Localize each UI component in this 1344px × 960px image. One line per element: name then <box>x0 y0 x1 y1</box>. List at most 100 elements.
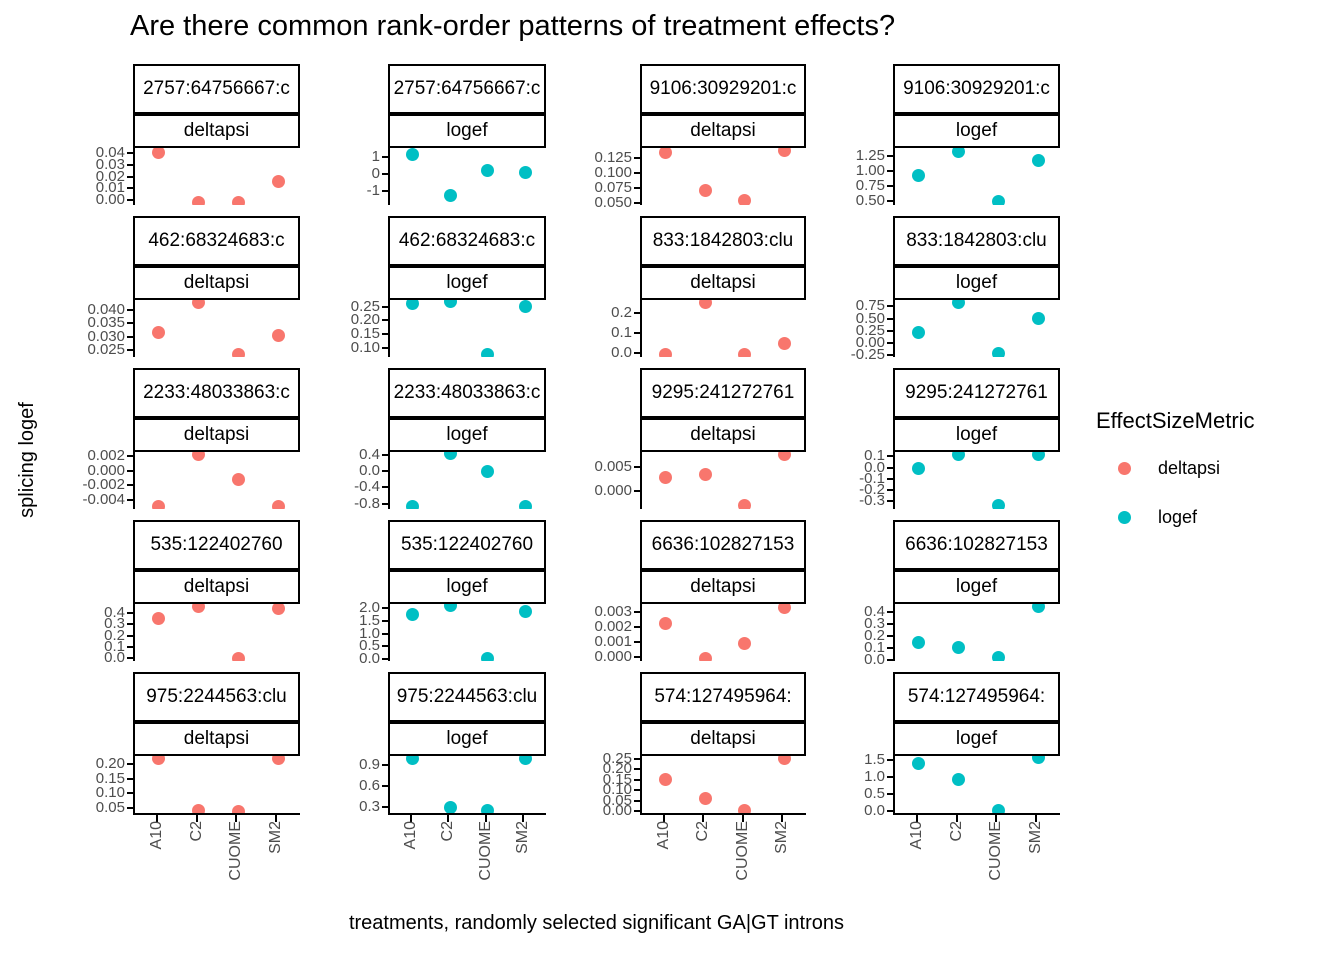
y-tick-mark <box>127 499 133 502</box>
facet-strip-intron: 833:1842803:clu <box>893 216 1060 266</box>
data-point <box>912 635 926 649</box>
facet-strip-intron: 975:2244563:clu <box>133 672 300 722</box>
data-point <box>271 500 285 509</box>
data-point <box>152 500 166 509</box>
data-point <box>406 300 420 311</box>
y-tick-label: 0.075 <box>594 178 632 196</box>
plot-panel <box>893 148 1060 205</box>
y-tick-label: 1.0 <box>864 768 885 786</box>
data-point <box>443 300 457 309</box>
plot-panel <box>893 452 1060 509</box>
facet-strip-intron: 6636:102827153 <box>893 520 1060 570</box>
y-axis-title: splicing logef <box>16 402 38 518</box>
data-point <box>481 348 495 357</box>
x-axis-line <box>640 813 806 815</box>
y-tick-mark <box>887 810 893 813</box>
y-tick-mark <box>382 172 388 175</box>
facet-strip-metric: deltapsi <box>640 266 806 300</box>
y-tick-mark <box>887 329 893 332</box>
data-point <box>912 168 926 182</box>
x-tick-mark <box>484 815 487 822</box>
y-tick-mark <box>887 466 893 469</box>
data-point <box>271 174 285 188</box>
facet-strip-intron: 9106:30929201:c <box>893 64 1060 114</box>
y-tick-label: -0.002 <box>82 476 125 494</box>
y-tick-label: 0.25 <box>855 321 885 339</box>
y-tick-label: 0.10 <box>602 781 632 799</box>
y-tick-label: 0.20 <box>602 760 632 778</box>
data-point <box>406 756 420 766</box>
y-tick-label: 0.4 <box>359 445 380 463</box>
data-point <box>152 756 166 766</box>
x-axis-line <box>893 813 1060 815</box>
y-tick-label: 0.0 <box>359 462 380 480</box>
data-point <box>659 773 673 787</box>
data-point <box>698 183 712 197</box>
y-tick-mark <box>887 200 893 203</box>
facet-strip-metric: logef <box>388 722 546 756</box>
facet-strip-intron: 2757:64756667:c <box>133 64 300 114</box>
y-tick-mark <box>382 607 388 610</box>
y-tick-label: -0.4 <box>354 478 380 496</box>
y-tick-mark <box>127 349 133 352</box>
data-point <box>659 148 673 159</box>
y-tick-label: 0.4 <box>104 604 125 622</box>
data-point <box>192 196 206 205</box>
y-tick-mark <box>634 489 640 492</box>
y-tick-mark <box>382 486 388 489</box>
y-tick-label: 0.04 <box>95 143 125 161</box>
facet-strip-intron: 975:2244563:clu <box>388 672 546 722</box>
y-tick-mark <box>634 201 640 204</box>
legend-item-deltapsi: deltapsi <box>1118 458 1255 479</box>
data-point <box>1031 452 1045 461</box>
y-tick-mark <box>887 154 893 157</box>
y-tick-label: 0.005 <box>594 458 632 476</box>
y-tick-label: 0.10 <box>350 338 380 356</box>
data-point <box>991 650 1005 661</box>
legend-item-logef: logef <box>1118 507 1255 528</box>
data-point <box>738 193 752 205</box>
data-point <box>231 472 245 486</box>
y-tick-label: 0.3 <box>359 798 380 816</box>
y-tick-mark <box>634 789 640 792</box>
x-tick-label: A10 <box>147 821 165 850</box>
facet-strip-metric: deltapsi <box>640 418 806 452</box>
y-tick-mark <box>382 190 388 193</box>
data-point <box>406 148 420 162</box>
data-point <box>518 756 532 766</box>
y-tick-label: 2.0 <box>359 599 380 617</box>
x-axis-line <box>133 813 300 815</box>
data-point <box>518 500 532 509</box>
y-tick-label: 0.1 <box>611 324 632 341</box>
logef-swatch-icon <box>1118 511 1131 524</box>
y-tick-mark <box>382 763 388 766</box>
data-point <box>777 756 791 765</box>
data-point <box>912 756 926 770</box>
x-tick-mark <box>409 815 412 822</box>
plot-panel <box>133 452 300 509</box>
y-tick-mark <box>634 655 640 658</box>
y-tick-mark <box>382 453 388 456</box>
y-tick-mark <box>634 171 640 174</box>
facet-strip-intron: 833:1842803:clu <box>640 216 806 266</box>
data-point <box>698 791 712 805</box>
y-tick-label: 0.05 <box>602 791 632 809</box>
y-tick-mark <box>382 155 388 158</box>
x-axis-title: treatments, randomly selected significan… <box>348 912 845 934</box>
y-tick-label: -0.3 <box>859 492 885 510</box>
data-point <box>231 651 245 661</box>
data-point <box>481 651 495 661</box>
y-tick-mark <box>382 305 388 308</box>
y-tick-label: 0.2 <box>864 627 885 645</box>
y-tick-mark <box>634 312 640 314</box>
x-tick-label: CUOME <box>227 821 245 881</box>
data-point <box>518 166 532 180</box>
x-tick-label: CUOME <box>733 821 751 881</box>
y-tick-label: -1 <box>366 182 380 200</box>
